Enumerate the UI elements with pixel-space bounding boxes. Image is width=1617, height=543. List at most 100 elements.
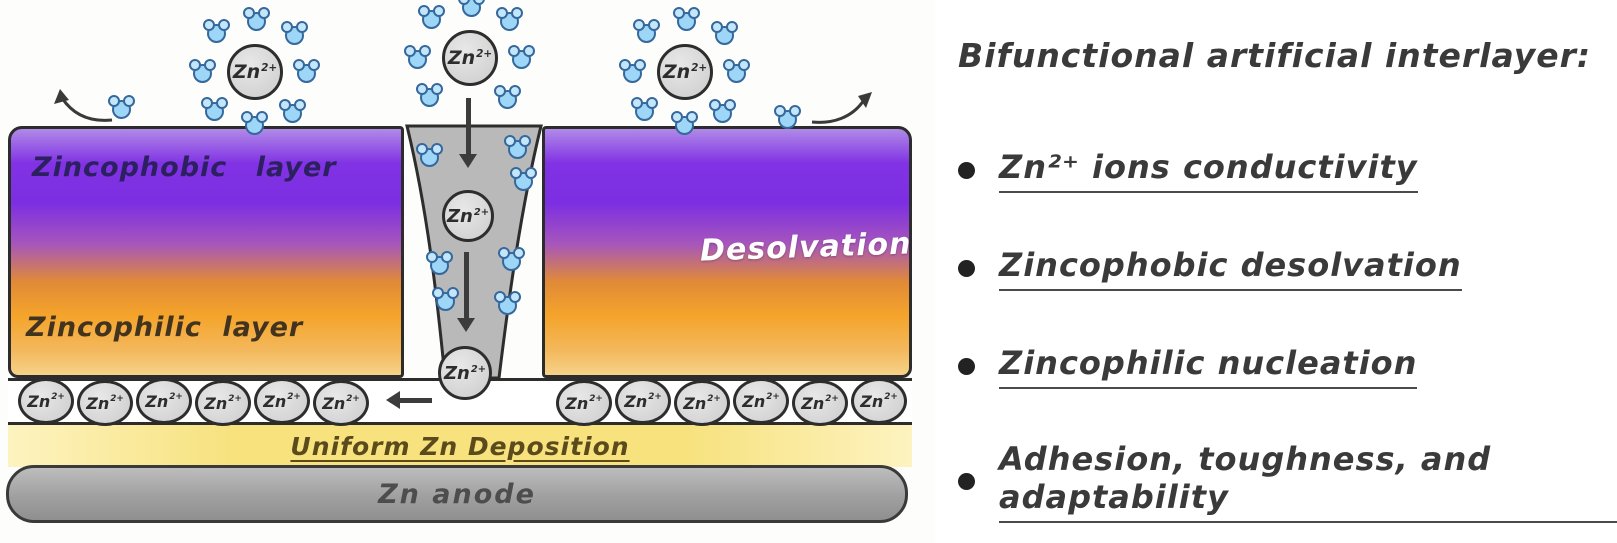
zn-symbol: Zn [742,391,766,411]
bullet-icon [958,473,975,490]
zn-symbol: Zn [27,391,51,411]
water-molecule-icon [508,45,535,69]
legend-bullet-label: Adhesion, toughness, and adaptability [999,440,1617,523]
water-molecule-icon [426,251,453,275]
zn-charge: 2+ [473,206,490,218]
downward-arrow-icon [459,98,477,168]
water-molecule-icon [416,143,443,167]
zn-charge: 2+ [691,62,708,74]
zn-symbol: Zn [683,393,707,413]
water-molecule-icon [281,21,308,45]
water-molecule-icon [189,59,216,83]
water-molecule-icon [633,19,660,43]
zincophilic-layer-label: Zincophilic layer [26,312,304,343]
zincophobic-layer-label: Zincophobic layer [32,152,337,183]
zn-symbol: Zn [86,393,110,413]
water-molecule-icon [723,59,750,83]
zn-symbol: Zn [624,391,648,411]
zn-charge: 2+ [287,392,301,402]
zn-charge: 2+ [261,62,278,74]
zn-charge: 2+ [470,363,487,375]
interlayer-gradient-left [8,126,404,378]
legend-panel: Bifunctional artificial interlayer: Zn²⁺… [950,0,1617,543]
leftward-arrow-icon [386,391,432,409]
zn-symbol: Zn [322,393,346,413]
water-escape-arrow-right-icon [811,92,872,124]
water-molecule-icon [279,99,306,123]
water-molecule-icon [631,97,658,121]
water-molecule-icon [510,167,537,191]
zn-charge: 2+ [476,48,493,60]
zn-symbol: Zn [446,205,473,227]
legend-title: Bifunctional artificial interlayer: [958,36,1592,75]
zn-charge: 2+ [228,394,242,404]
water-molecule-icon [498,247,525,271]
zn-symbol: Zn [204,393,228,413]
legend-bullet: Zincophobic desolvation [958,246,1462,291]
zn-charge: 2+ [110,394,124,404]
zn-charge: 2+ [648,392,662,402]
legend-bullet: Adhesion, toughness, and adaptability [958,440,1617,523]
anode-label: Zn anode [378,478,536,510]
legend-bullet: Zincophilic nucleation [958,344,1418,389]
water-molecule-icon [619,59,646,83]
zn-symbol: Zn [447,47,476,69]
deposition-label: Uniform Zn Deposition [290,431,630,461]
water-molecule-icon [418,5,445,29]
legend-bullet: Zn²⁺ ions conductivity [958,148,1418,193]
zn-charge: 2+ [169,392,183,402]
downward-arrow-icon [457,252,475,332]
water-molecule-icon [494,85,521,109]
zn-charge: 2+ [589,394,603,404]
water-molecule-icon [432,287,459,311]
desolvation-label: Desolvation [699,226,912,269]
zn-symbol: Zn [565,393,589,413]
deposition-strip: Uniform Zn Deposition [8,425,912,467]
legend-bullet-label: Zn²⁺ ions conductivity [999,148,1418,193]
zn-charge: 2+ [346,394,360,404]
zn-charge: 2+ [884,392,898,402]
water-molecule-icon [673,7,700,31]
interlayer-gradient-right [542,126,912,378]
water-molecule-icon [709,99,736,123]
water-molecule-icon [458,0,485,17]
bullet-icon [958,260,975,277]
water-molecule-icon [711,21,738,45]
zn-anode-bar: Zn anode [6,465,908,523]
water-molecule-icon [203,19,230,43]
zn-symbol: Zn [662,61,691,83]
water-molecule-icon [504,135,531,159]
water-molecule-icon [494,291,521,315]
water-escape-arrow-left-icon [54,89,113,122]
water-molecule-icon [108,95,135,119]
water-molecule-icon [293,59,320,83]
zn-charge: 2+ [707,394,721,404]
bullet-icon [958,358,975,375]
zn-symbol: Zn [443,362,470,384]
zn-charge: 2+ [766,392,780,402]
water-molecule-icon [671,111,698,135]
water-molecule-icon [404,45,431,69]
water-molecule-icon [243,7,270,31]
zn-charge: 2+ [51,392,65,402]
zn-symbol: Zn [860,391,884,411]
water-molecule-icon [496,7,523,31]
